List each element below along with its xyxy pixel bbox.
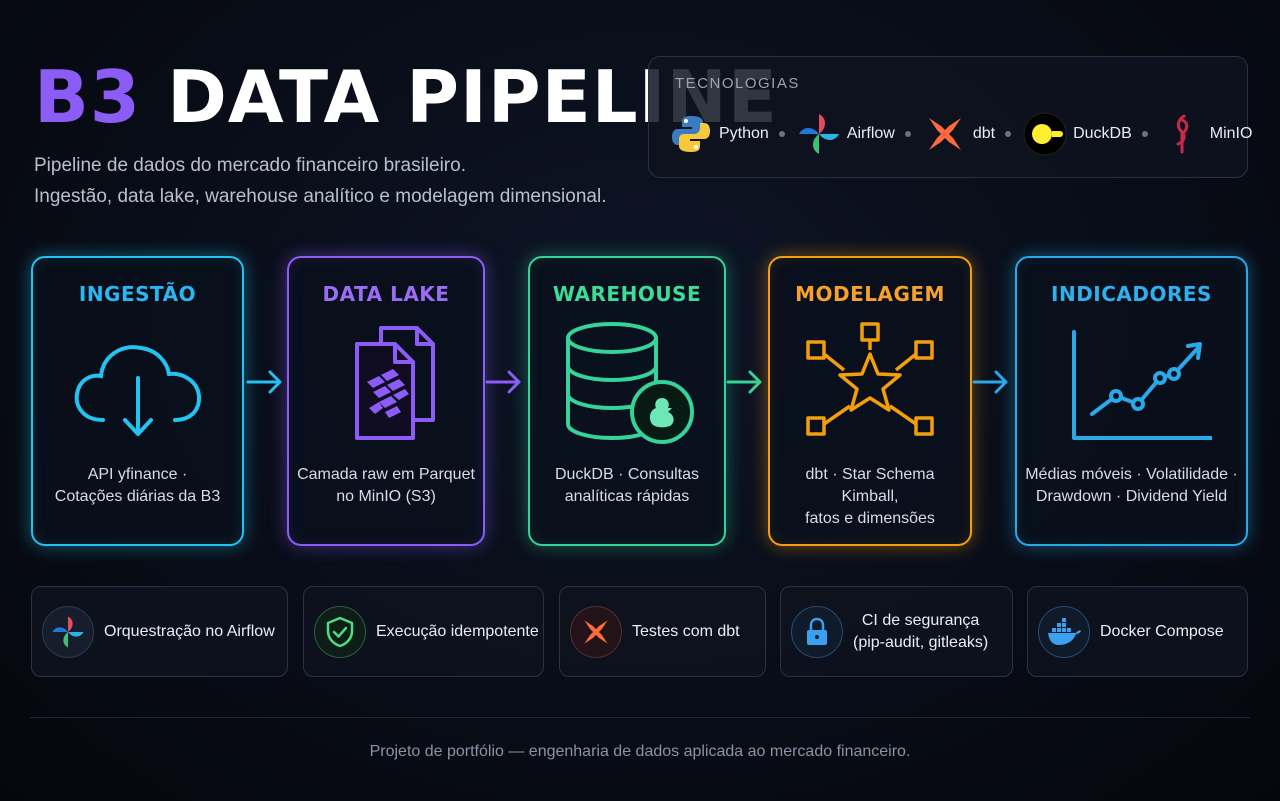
stage-desc-line: no MinIO (S3) xyxy=(336,488,436,505)
tech-airflow: Airflow xyxy=(795,110,895,158)
stage-desc-line: analíticas rápidas xyxy=(564,488,690,505)
stage-title: INDICADORES xyxy=(1051,282,1212,306)
stage-desc-line: Camada raw em Parquet xyxy=(297,466,475,483)
tech-label: Airflow xyxy=(846,125,895,142)
tech-python: Python xyxy=(667,110,769,158)
title-accent: B3 xyxy=(34,55,141,139)
line-chart-icon xyxy=(1071,330,1212,440)
technologies-panel: TECNOLOGIAS Python xyxy=(648,56,1252,178)
stage-desc-line: Cotações diárias da B3 xyxy=(54,488,221,505)
tech-label: dbt xyxy=(972,125,996,142)
stage-title: INGESTÃO xyxy=(78,282,197,306)
arrow-right-icon xyxy=(485,370,521,394)
airflow-icon xyxy=(42,605,94,658)
parquet-files-icon xyxy=(355,326,435,440)
duckdb-icon xyxy=(1021,110,1069,158)
separator-dot xyxy=(778,131,785,137)
star-schema-icon xyxy=(806,322,934,436)
shield-check-icon xyxy=(314,605,366,658)
stage-ingestao: INGESTÃO API yfinance · Cotações diárias… xyxy=(31,256,244,546)
arrow-right-icon xyxy=(246,370,282,394)
tech-label: Python xyxy=(719,125,769,142)
feature-docker: Docker Compose xyxy=(1027,586,1248,677)
feature-label-line: CI de segurança xyxy=(861,611,980,629)
feature-label: CI de segurança (pip-audit, gitleaks) xyxy=(853,610,988,654)
subtitle-line-1: Pipeline de dados do mercado financeiro … xyxy=(34,155,466,176)
stage-title: WAREHOUSE xyxy=(552,282,702,306)
feature-label: Execução idempotente xyxy=(376,622,539,640)
feature-security-ci: CI de segurança (pip-audit, gitleaks) xyxy=(780,586,1013,677)
stage-desc-line: dbt · Star Schema Kimball, xyxy=(805,466,935,505)
feature-label: Orquestração no Airflow xyxy=(104,622,275,640)
stage-desc-line: Drawdown · Dividend Yield xyxy=(1035,488,1228,505)
feature-label: Docker Compose xyxy=(1100,622,1224,640)
footer-text: Projeto de portfólio — engenharia de dad… xyxy=(369,743,911,760)
stage-modelagem: MODELAGEM dbt · Star Schema Kimball, fat… xyxy=(768,256,972,546)
arrow-right-icon xyxy=(972,370,1008,394)
database-duck-icon xyxy=(566,322,694,444)
feature-airflow: Orquestração no Airflow xyxy=(31,586,288,677)
cloud-download-icon xyxy=(74,345,201,436)
feature-label: Testes com dbt xyxy=(632,622,740,640)
footer-divider xyxy=(30,717,1250,718)
subtitle-line-2: Ingestão, data lake, warehouse analítico… xyxy=(34,186,607,207)
separator-dot xyxy=(1141,131,1148,137)
feature-label-line: (pip-audit, gitleaks) xyxy=(853,633,989,651)
stage-indicadores: INDICADORES Médias móveis · Volatilidade… xyxy=(1015,256,1248,546)
dbt-icon xyxy=(921,110,969,158)
tech-label: DuckDB xyxy=(1073,125,1132,142)
stage-desc-line: fatos e dimensões xyxy=(805,510,935,527)
separator-dot xyxy=(1005,131,1012,137)
stage-title: DATA LAKE xyxy=(322,282,450,306)
airflow-icon xyxy=(795,110,843,158)
tech-duckdb: DuckDB xyxy=(1021,110,1132,158)
stage-desc-line: DuckDB · Consultas xyxy=(554,466,700,483)
technologies-title: TECNOLOGIAS xyxy=(675,75,800,92)
minio-icon xyxy=(1158,110,1206,158)
stage-desc-line: Médias móveis · Volatilidade · xyxy=(1025,466,1238,483)
lock-icon xyxy=(791,605,843,658)
technologies-list: Python Airflow dbt xyxy=(667,109,1252,159)
python-icon xyxy=(667,110,715,158)
arrow-right-icon xyxy=(726,370,762,394)
docker-icon xyxy=(1038,605,1090,658)
separator-dot xyxy=(904,131,911,137)
stage-desc-line: API yfinance · xyxy=(87,466,188,483)
stage-data-lake: DATA LAKE Camada raw em Parquet no MinIO… xyxy=(287,256,485,546)
tech-dbt: dbt xyxy=(921,110,995,158)
stage-warehouse: WAREHOUSE DuckDB · Consultas analíticas … xyxy=(528,256,726,546)
feature-dbt-tests: Testes com dbt xyxy=(559,586,766,677)
feature-idempotent: Execução idempotente xyxy=(303,586,544,677)
dbt-icon xyxy=(570,605,622,658)
tech-minio: MinIO xyxy=(1158,110,1253,158)
tech-label: MinIO xyxy=(1209,125,1253,142)
stage-title: MODELAGEM xyxy=(795,282,945,306)
